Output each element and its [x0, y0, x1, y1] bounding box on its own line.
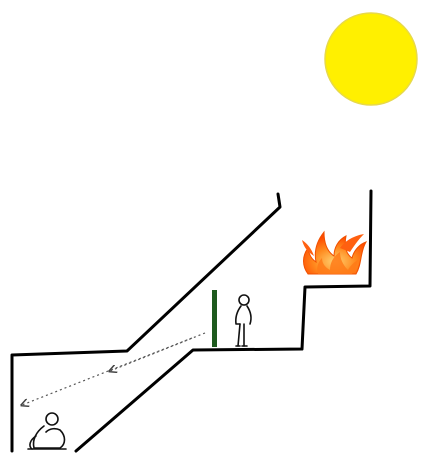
barrier-door [212, 290, 217, 347]
fire-icon [302, 232, 366, 274]
seated-person-icon [28, 413, 66, 449]
standing-person-icon [236, 295, 251, 346]
stepped-floor-outline [76, 191, 371, 451]
sun [325, 13, 417, 105]
